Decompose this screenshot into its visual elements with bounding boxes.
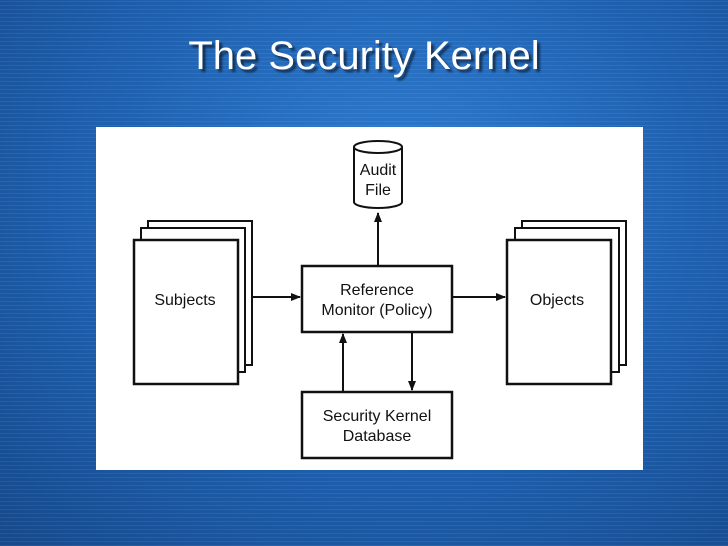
reference-monitor-label-line2: Monitor (Policy) xyxy=(321,302,432,319)
reference-monitor-box: Reference Monitor (Policy) xyxy=(300,264,454,334)
subjects-stack: Subjects xyxy=(132,220,253,386)
audit-file-label-line1: Audit xyxy=(360,162,397,179)
reference-monitor-label-line1: Reference xyxy=(340,282,414,299)
objects-stack: Objects xyxy=(505,220,627,386)
diagram-panel: Audit File Subjects Objects Reference Mo… xyxy=(96,127,643,470)
objects-label: Objects xyxy=(530,292,584,309)
audit-file-label-line2: File xyxy=(365,182,391,199)
kernel-database-box: Security Kernel Database xyxy=(300,390,454,460)
kernel-database-label-line2: Database xyxy=(343,428,412,445)
slide-title: The Security Kernel xyxy=(188,34,540,78)
subjects-label: Subjects xyxy=(154,292,215,309)
security-kernel-diagram: Audit File Subjects Objects Reference Mo… xyxy=(132,140,627,460)
audit-file-cylinder: Audit File xyxy=(353,140,403,209)
kernel-database-label-line1: Security Kernel xyxy=(323,408,432,425)
